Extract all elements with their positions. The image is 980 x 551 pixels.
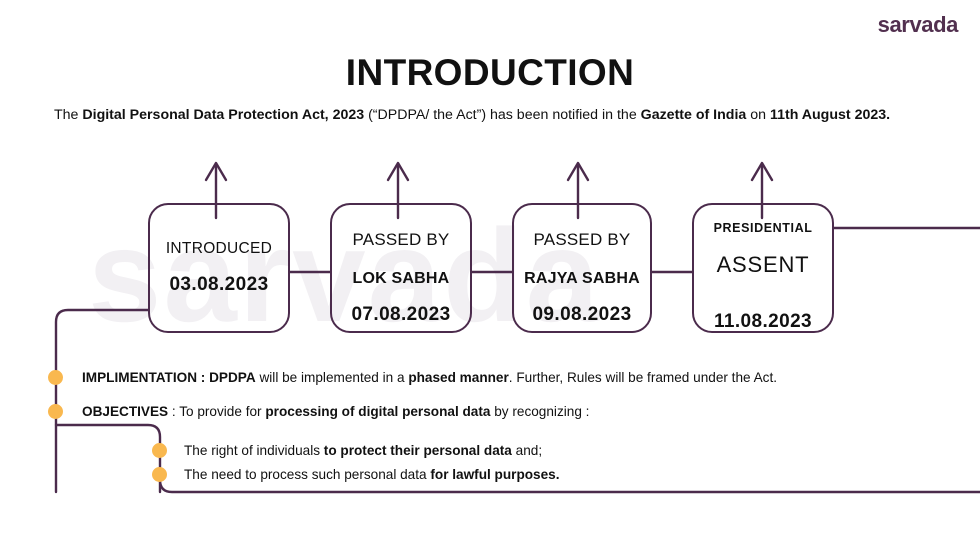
timeline-step-4-label-line1: PRESIDENTIAL [713,220,813,235]
arrow-head-4 [750,161,774,182]
arrow-head-3 [566,161,590,182]
intro-paragraph: The Digital Personal Data Protection Act… [54,107,891,123]
bullet-dot-4 [152,467,167,482]
bullet-dot-1 [48,370,63,385]
timeline-step-2-date: 07.08.2023 [351,303,451,325]
arrow-head-1 [204,161,228,182]
timeline-step-3-date: 09.08.2023 [532,303,632,325]
timeline-step-4-label: PRESIDENTIAL ASSENT [714,203,813,295]
timeline-step-3[interactable]: PASSED BY RAJYA SABHA 09.08.2023 [512,203,652,333]
bullet-text-1: IMPLIMENTATION : DPDPA will be implement… [82,370,778,385]
wire-rail-substep [54,423,162,494]
bullet-dot-3 [152,443,167,458]
brand-logo: sarvada [877,12,959,37]
timeline-step-1-date: 03.08.2023 [169,273,269,295]
timeline-step-1[interactable]: INTRODUCED 03.08.2023 [148,203,290,333]
timeline-step-3-label: PASSED BY RAJYA SABHA [524,211,640,288]
bullet-text-3: The right of individuals to protect thei… [184,443,543,458]
bullet-text-4: The need to process such personal data f… [184,467,560,482]
timeline-step-3-label-line2: RAJYA SABHA [524,269,640,287]
bullet-text-2: OBJECTIVES : To provide for processing o… [82,404,590,419]
timeline-step-2-label-line1: PASSED BY [352,229,450,249]
bullet-dot-2 [48,404,63,419]
arrow-head-2 [386,161,410,182]
timeline-step-4[interactable]: PRESIDENTIAL ASSENT 11.08.2023 [692,203,834,333]
timeline-step-2[interactable]: PASSED BY LOK SABHA 07.08.2023 [330,203,472,333]
timeline-step-1-label: INTRODUCED [165,240,273,258]
page-title: INTRODUCTION [345,52,635,93]
timeline-step-4-label-line2: ASSENT [716,251,810,277]
wire-entry-box1 [54,308,150,494]
timeline-step-3-label-line1: PASSED BY [533,229,631,249]
timeline-step-4-date: 11.08.2023 [713,311,813,333]
timeline-step-2-label: PASSED BY LOK SABHA [353,211,450,288]
timeline-step-2-label-line2: LOK SABHA [352,269,450,287]
